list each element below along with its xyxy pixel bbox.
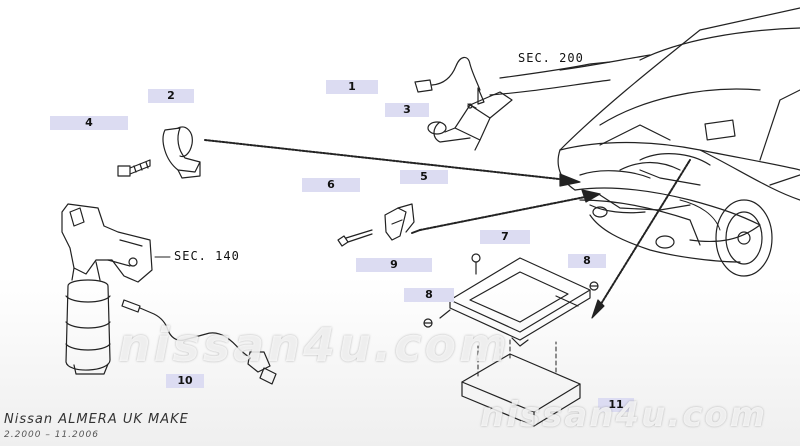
- part-ref-1: 1: [326, 80, 378, 94]
- oxygen-sensor-part-10: [121, 299, 277, 385]
- part-ref-10: 10: [166, 374, 204, 388]
- part-ref-8a: 8: [568, 254, 606, 268]
- bracket-part-5: [384, 203, 415, 241]
- sensor-part-1: [414, 56, 485, 105]
- production-dates: 2.2000 – 11.2006: [4, 430, 99, 440]
- part-ref-6: 6: [302, 178, 360, 192]
- part-ref-3: 3: [385, 103, 429, 117]
- part-ref-4: 4: [50, 116, 128, 130]
- bolt-part-8a: [589, 281, 599, 291]
- part-ref-7: 7: [480, 230, 530, 244]
- clip-part-3: [467, 103, 477, 109]
- watermark-corner: nissan4u.com: [480, 395, 768, 435]
- exhaust-assembly: [427, 54, 651, 151]
- section-label-140: SEC. 140: [174, 249, 240, 263]
- part-ref-2: 2: [148, 89, 194, 103]
- bracket-part-7: [439, 257, 591, 347]
- watermark-center: nissan4u.com: [118, 318, 511, 372]
- clamp-part-2: [162, 126, 201, 179]
- catalytic-converter: [65, 261, 111, 375]
- car-illustration: [557, 7, 800, 277]
- screw-part-6: [337, 229, 373, 247]
- bolt-part-8b: [423, 318, 433, 328]
- heat-shield-bracket: [61, 203, 171, 283]
- part-ref-8b: 8: [404, 288, 454, 302]
- leader-arrow-unit: [591, 159, 691, 319]
- bolt-part-4: [117, 159, 151, 177]
- leader-arrow-clamp: [204, 139, 581, 187]
- leader-arrow-bracket: [411, 189, 601, 234]
- screw-part-9: [471, 253, 481, 275]
- model-title: Nissan ALMERA UK MAKE: [4, 412, 189, 427]
- control-unit-part-11: [461, 337, 581, 427]
- section-label-200: SEC. 200: [518, 51, 584, 65]
- part-ref-9: 9: [356, 258, 432, 272]
- part-ref-5: 5: [400, 170, 448, 184]
- part-ref-11: 11: [598, 398, 634, 412]
